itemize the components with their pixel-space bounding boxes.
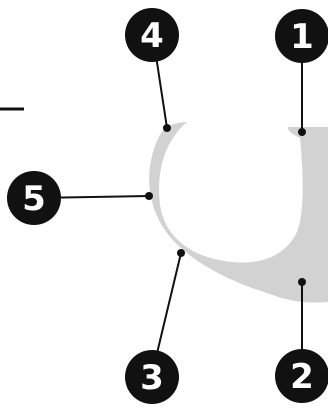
callout-5-badge: 5 — [7, 171, 61, 225]
callout-1-label: 1 — [290, 17, 314, 57]
callout-2-dot — [298, 278, 306, 286]
callout-1-dot — [298, 128, 306, 136]
curved-part-shape — [149, 122, 328, 303]
callout-4-badge: 4 — [125, 8, 179, 62]
callout-2-label: 2 — [290, 357, 314, 397]
callout-3-label: 3 — [140, 358, 164, 398]
callout-3-dot — [177, 249, 185, 257]
callout-2-badge: 2 — [275, 349, 328, 403]
callout-5-label: 5 — [22, 179, 46, 219]
callout-4-label: 4 — [140, 16, 164, 56]
callout-4-dot — [163, 124, 171, 132]
callout-3-leader — [152, 252, 182, 371]
callout-1-badge: 1 — [275, 9, 328, 63]
callout-5-dot — [145, 192, 153, 200]
callout-3-badge: 3 — [125, 350, 179, 404]
